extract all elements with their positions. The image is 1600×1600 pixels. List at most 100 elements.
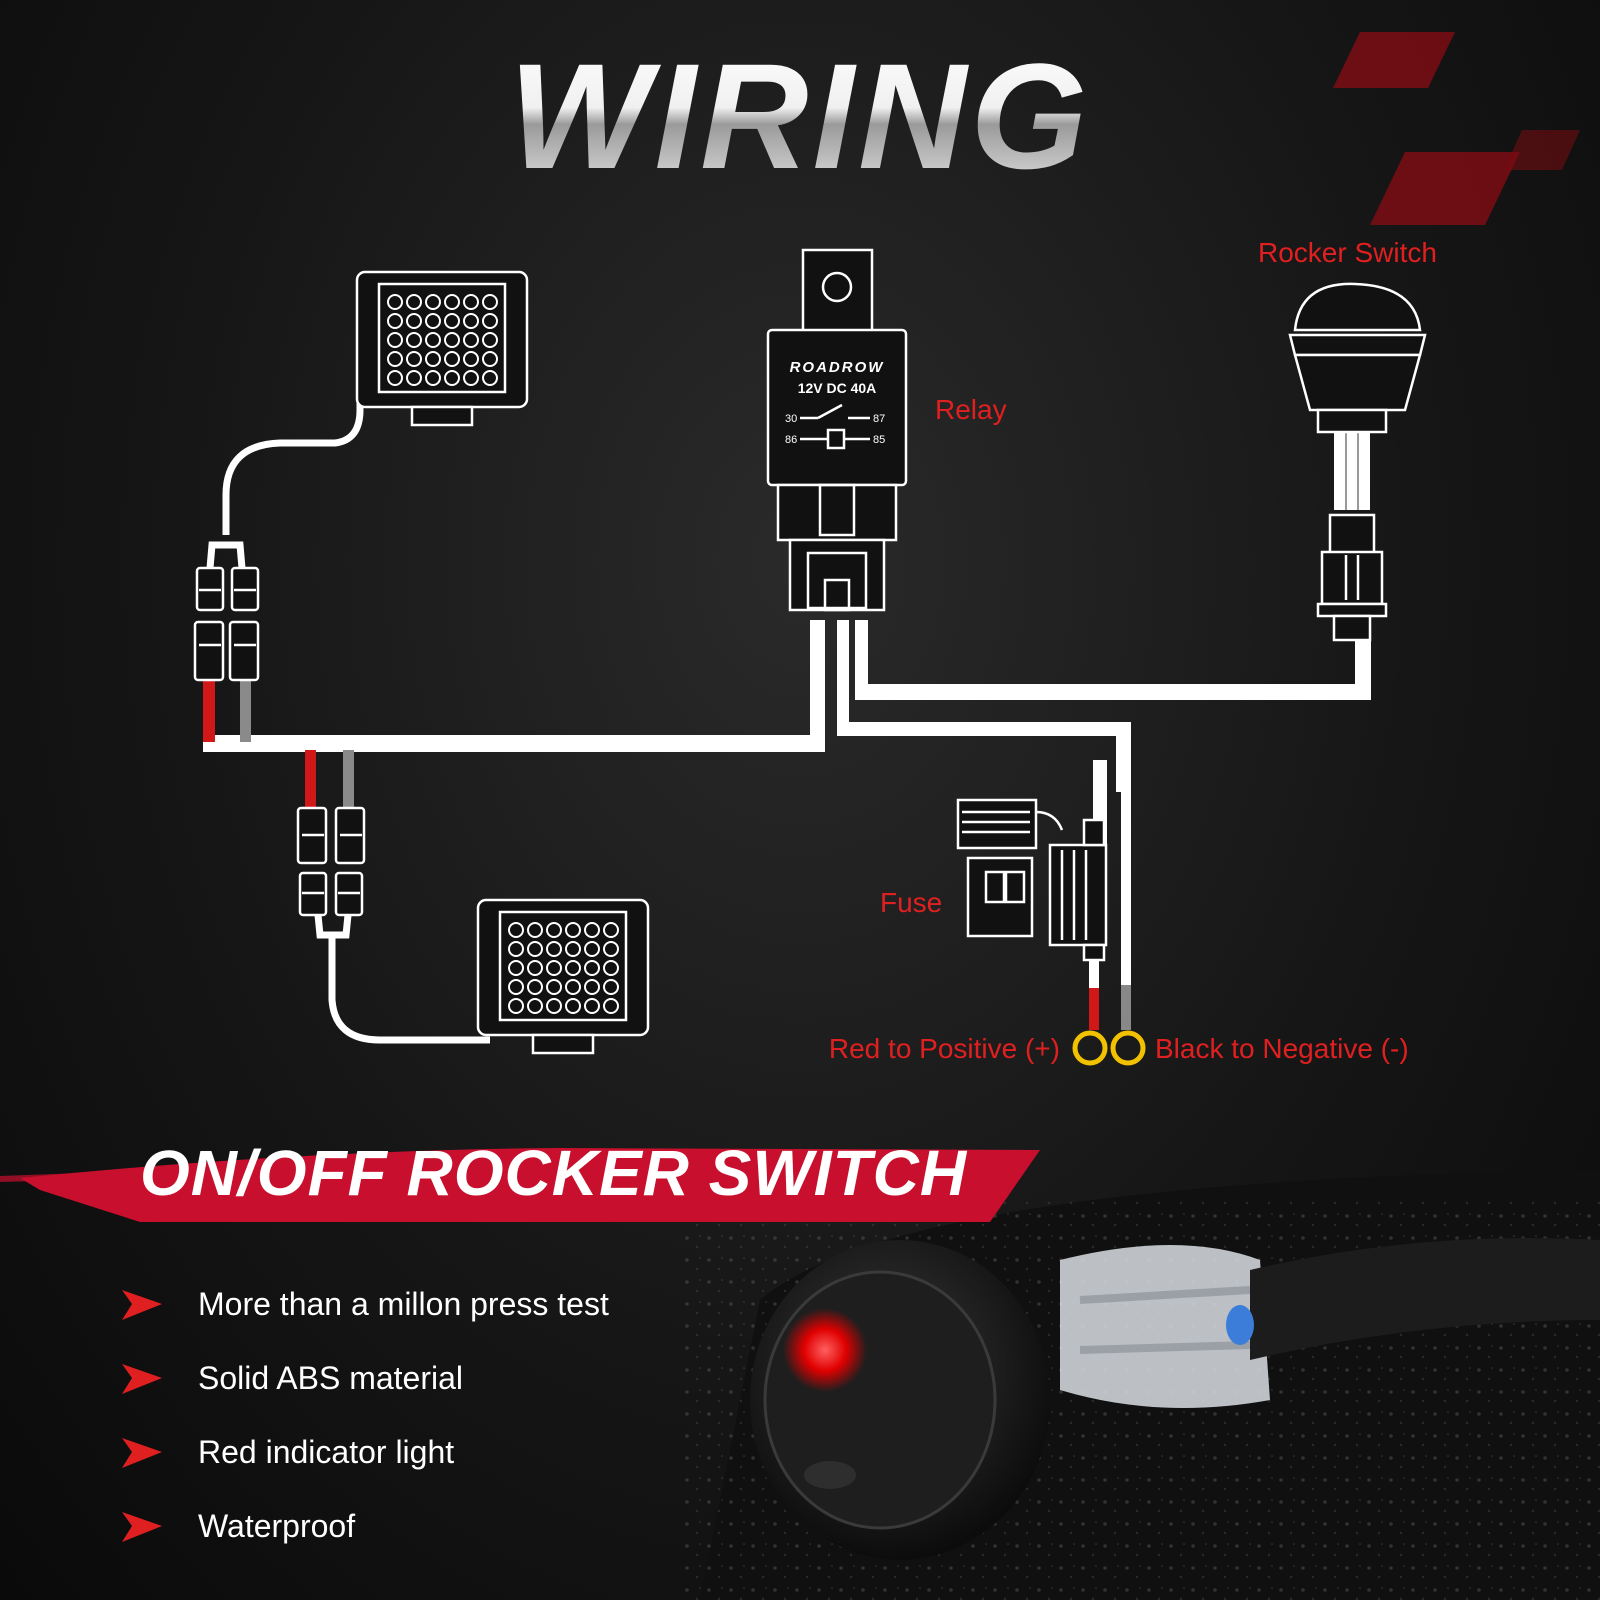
- led-chip-icon: [546, 979, 562, 995]
- led-chip-icon: [463, 332, 479, 348]
- led-chip-icon: [603, 922, 619, 938]
- led-chip-icon: [546, 998, 562, 1014]
- led-chip-icon: [425, 370, 441, 386]
- relay-icon: ROADROW 12V DC 40A 30 87 86 85: [766, 248, 908, 612]
- led-chip-icon: [425, 351, 441, 367]
- led-chip-icon: [444, 370, 460, 386]
- led-chip-icon: [584, 979, 600, 995]
- led-work-light-lower: [476, 898, 650, 1055]
- led-chip-icon: [527, 922, 543, 938]
- led-chip-icon: [387, 351, 403, 367]
- led-chip-icon: [546, 960, 562, 976]
- led-chip-icon: [463, 294, 479, 310]
- led-chip-icon: [565, 960, 581, 976]
- feature-list: More than a millon press test Solid ABS …: [122, 1286, 609, 1544]
- led-chip-icon: [584, 998, 600, 1014]
- led-chip-icon: [565, 941, 581, 957]
- led-chip-icon: [508, 922, 524, 938]
- feature-item: Waterproof: [122, 1508, 355, 1544]
- led-chip-icon: [463, 313, 479, 329]
- led-chip-icon: [508, 979, 524, 995]
- led-chip-icon: [406, 351, 422, 367]
- led-chip-icon: [444, 294, 460, 310]
- relay-pin-87: 87: [873, 413, 885, 425]
- red-positive-label: Red to Positive (+): [829, 1033, 1060, 1064]
- led-chip-icon: [527, 998, 543, 1014]
- led-chip-icon: [527, 979, 543, 995]
- fuse-icon: [956, 798, 1108, 962]
- led-chip-icon: [444, 332, 460, 348]
- decor-red-slashes: [1333, 32, 1580, 225]
- relay-label: Relay: [935, 394, 1007, 425]
- fuse-label: Fuse: [880, 887, 942, 918]
- led-chip-icon: [603, 941, 619, 957]
- rocker-switch-photo: [680, 1170, 1600, 1600]
- red-arrow-bullet-icon: [122, 1512, 162, 1542]
- led-chip-icon: [463, 351, 479, 367]
- page-title: WIRING: [509, 32, 1091, 200]
- led-chip-icon: [406, 370, 422, 386]
- feature-text: More than a millon press test: [198, 1286, 609, 1322]
- led-chip-icon: [546, 941, 562, 957]
- led-chip-icon: [565, 922, 581, 938]
- led-chip-icon: [444, 351, 460, 367]
- relay-pin-85: 85: [873, 434, 885, 446]
- led-chip-icon: [482, 351, 498, 367]
- led-chip-icon: [546, 922, 562, 938]
- negative-ring-terminal-icon: [1110, 1030, 1146, 1066]
- relay-pin-86: 86: [785, 434, 797, 446]
- led-chip-icon: [406, 332, 422, 348]
- led-chip-icon: [425, 332, 441, 348]
- led-chip-icon: [387, 370, 403, 386]
- relay-rating: 12V DC 40A: [798, 380, 877, 396]
- led-chip-icon: [406, 294, 422, 310]
- feature-text: Solid ABS material: [198, 1360, 463, 1396]
- led-chip-icon: [387, 313, 403, 329]
- led-chip-icon: [482, 294, 498, 310]
- rocker-switch-label: Rocker Switch: [1258, 237, 1437, 268]
- black-negative-label: Black to Negative (-): [1155, 1033, 1409, 1064]
- led-chip-icon: [508, 941, 524, 957]
- led-chip-icon: [584, 922, 600, 938]
- led-chip-icon: [603, 960, 619, 976]
- led-chip-icon: [482, 313, 498, 329]
- led-chip-icon: [527, 960, 543, 976]
- led-chip-icon: [508, 998, 524, 1014]
- positive-ring-terminal-icon: [1072, 1030, 1108, 1066]
- led-chip-icon: [527, 941, 543, 957]
- led-chip-icon: [482, 332, 498, 348]
- red-arrow-bullet-icon: [122, 1290, 162, 1320]
- led-chip-icon: [387, 332, 403, 348]
- led-chip-icon: [603, 998, 619, 1014]
- wire-harness: [203, 380, 1371, 1044]
- rocker-switch-icon: [1288, 282, 1427, 642]
- feature-text: Waterproof: [198, 1508, 355, 1544]
- feature-item: Red indicator light: [122, 1434, 454, 1470]
- lower-quick-connectors: [296, 806, 366, 917]
- led-chip-icon: [603, 979, 619, 995]
- relay-pin-30: 30: [785, 413, 797, 425]
- relay-brand: ROADROW: [790, 359, 885, 376]
- led-chip-icon: [565, 998, 581, 1014]
- led-chip-icon: [425, 294, 441, 310]
- led-chip-icon: [565, 979, 581, 995]
- led-chip-icon: [444, 313, 460, 329]
- led-chip-icon: [425, 313, 441, 329]
- red-arrow-bullet-icon: [122, 1438, 162, 1468]
- feature-item: More than a millon press test: [122, 1286, 609, 1322]
- led-chip-icon: [406, 313, 422, 329]
- upper-quick-connectors: [193, 566, 260, 682]
- led-work-light-upper: [355, 270, 529, 427]
- feature-item: Solid ABS material: [122, 1360, 463, 1396]
- feature-text: Red indicator light: [198, 1434, 454, 1470]
- led-chip-icon: [387, 294, 403, 310]
- led-chip-icon: [463, 370, 479, 386]
- led-chip-icon: [584, 941, 600, 957]
- led-chip-icon: [482, 370, 498, 386]
- led-chip-icon: [508, 960, 524, 976]
- red-arrow-bullet-icon: [122, 1364, 162, 1394]
- banner-title: ON/OFF ROCKER SWITCH: [140, 1137, 968, 1209]
- led-chip-icon: [584, 960, 600, 976]
- banner: ON/OFF ROCKER SWITCH: [0, 1137, 1040, 1222]
